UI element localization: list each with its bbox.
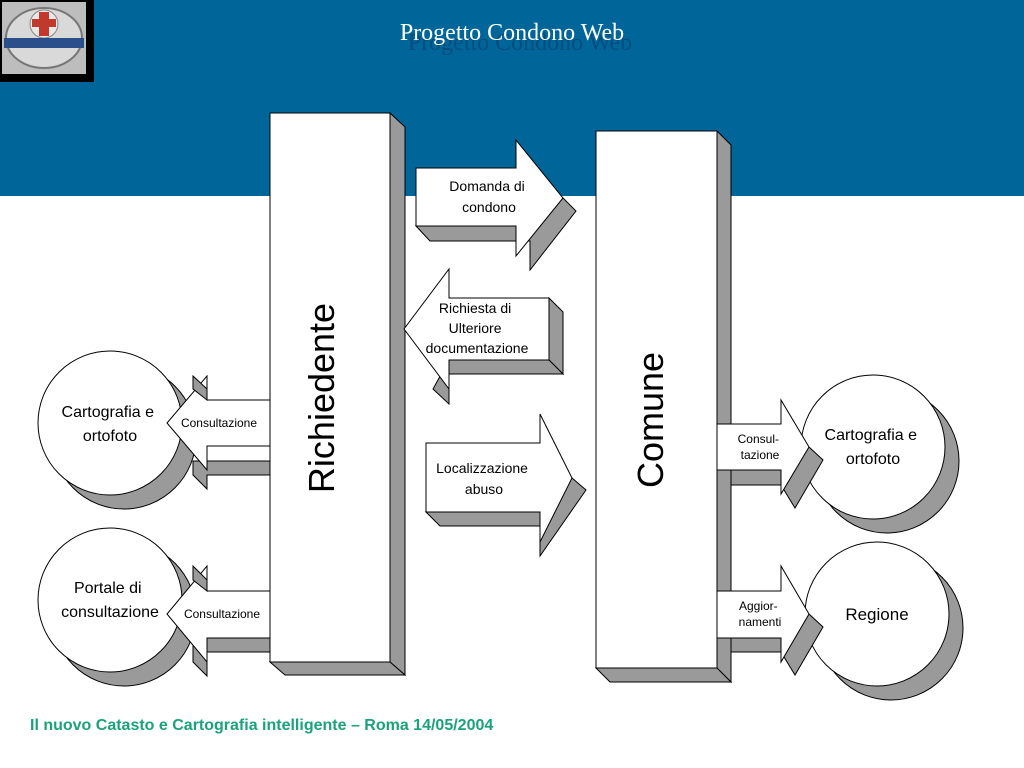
svg-text:Portale di consultazione: Portale di consultazione (61, 580, 159, 621)
right-aggiornamenti-arrow: Aggior- namenti (716, 564, 824, 676)
page-title: Progetto Condono Web (399, 20, 625, 46)
left-consultazione-label-top: Consultazione (181, 416, 257, 430)
domanda-arrow: Domanda di condono (414, 138, 577, 272)
header-band (0, 0, 1024, 196)
logo-image (2, 2, 86, 74)
right-regione-node: Regione (804, 541, 964, 701)
footer-text: Il nuovo Catasto e Cartografia intellige… (30, 717, 494, 734)
richiesta-label: Richiesta di Ulteriore documentazione (426, 300, 529, 356)
svg-text:Cartografia e ortofoto: Cartografia e ortofoto (62, 404, 159, 445)
left-portale-node: Portale di consultazione (37, 527, 197, 687)
page-title-shadow: Progetto Condono Web (407, 30, 633, 56)
localizzazione-arrow: Localizzazione abuso (424, 413, 587, 558)
svg-text:Cartografia e ortofoto: Cartografia e ortofoto (825, 427, 922, 468)
left-consultazione-arrow-bottom: Consultazione (166, 564, 271, 678)
richiedente-label: Richiedente (301, 303, 342, 493)
richiedente-column: Richiedente (268, 111, 407, 677)
richiesta-arrow: Richiesta di Ulteriore documentazione (403, 267, 565, 406)
comune-column: Comune (594, 129, 733, 684)
left-consultazione-arrow-top: Consultazione (166, 374, 271, 491)
right-consultazione-arrow: Consul- tazione (716, 398, 824, 509)
right-cartografia-node: Cartografia e ortofoto (800, 374, 960, 534)
svg-text:Aggior- namenti: Aggior- namenti (739, 599, 782, 629)
left-cartografia-node: Cartografia e ortofoto (37, 350, 197, 510)
regione-label: Regione (845, 605, 908, 624)
comune-label: Comune (630, 352, 671, 488)
svg-text:Consul- tazione: Consul- tazione (738, 432, 783, 462)
left-consultazione-label-bottom: Consultazione (184, 607, 260, 621)
localizzazione-label: Localizzazione abuso (436, 460, 532, 497)
domanda-label: Domanda di condono (449, 178, 528, 215)
logo (0, 0, 94, 82)
